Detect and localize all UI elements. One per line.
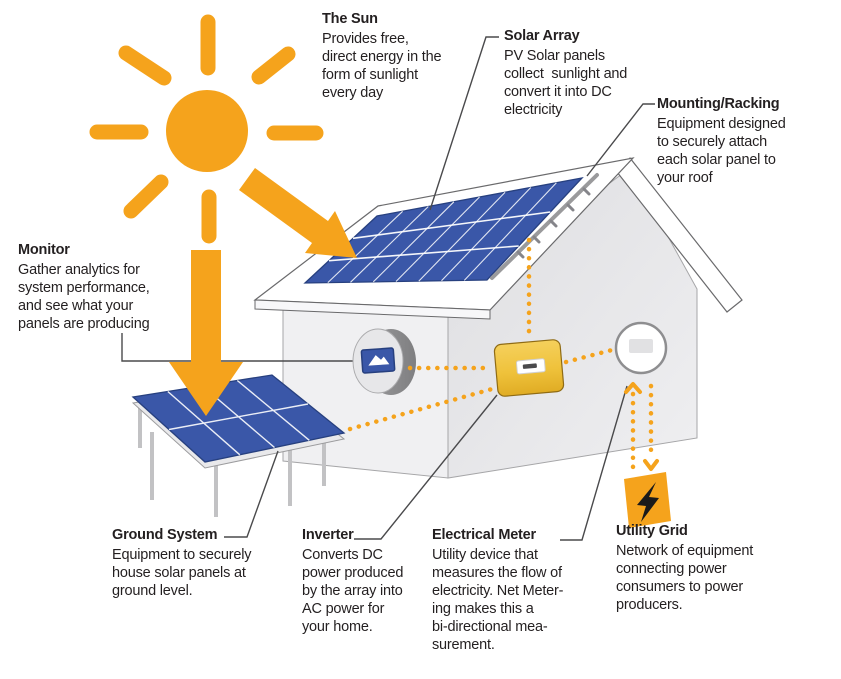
leader-lines [121,36,655,541]
label-the-sun: The Sun Provides free, direct energy in … [322,11,482,102]
label-utility-grid: Utility Grid Network of equipment connec… [616,523,791,614]
electrical-meter-icon [614,321,668,375]
utility-grid-lightning-icon [624,472,671,528]
label-ground-system: Ground System Equipment to securely hous… [112,527,287,600]
leader-meter [560,385,628,541]
label-monitor-description: Gather analytics for system performance,… [18,262,150,332]
arrow-up-chevron-icon [624,382,642,394]
label-solar-array-title: Solar Array [504,28,580,44]
sun-icon [89,14,324,244]
sun-ray-icon [89,14,324,244]
arrow-down-icon [169,250,243,416]
ground-solar-array-icon [131,374,346,517]
leader-solar-array [429,36,499,211]
label-ground-system-title: Ground System [112,527,218,543]
label-inverter: Inverter Converts DC power produced by t… [302,527,437,636]
arrow-diagonal-icon [239,168,357,258]
dotted-flow-line [563,347,615,365]
label-solar-array-description: PV Solar panels collect sunlight and con… [504,48,628,118]
mounting-rail-icon [490,173,599,280]
roof-solar-array-icon [303,173,599,284]
label-ground-system-description: Equipment to securely house solar panels… [112,547,252,599]
label-mounting-racking: Mounting/Racking Equipment designed to s… [657,96,827,187]
dotted-flow-line [347,386,495,432]
roof-slab-front [254,299,491,320]
label-the-sun-title: The Sun [322,11,378,27]
label-inverter-description: Converts DC power produced by the array … [302,547,404,635]
leader-monitor [121,333,367,362]
label-solar-array: Solar Array PV Solar panels collect sunl… [504,28,664,119]
label-electrical-meter-description: Utility device that measures the flow of… [432,547,564,653]
label-electrical-meter: Electrical Meter Utility device that mea… [432,527,597,654]
leader-mounting [586,103,655,177]
leader-inverter [354,394,498,540]
label-mounting-racking-description: Equipment designed to securely attach ea… [657,116,786,186]
house-left-wall [282,303,449,479]
label-utility-grid-description: Network of equipment connecting power co… [616,543,754,613]
label-monitor: Monitor Gather analytics for system perf… [18,242,193,333]
leader-ground [224,450,279,538]
label-electrical-meter-title: Electrical Meter [432,527,536,543]
dotted-flow-lines [347,237,654,477]
label-inverter-title: Inverter [302,527,354,543]
label-mounting-racking-title: Mounting/Racking [657,96,780,112]
label-the-sun-description: Provides free, direct energy in the form… [322,31,442,101]
monitor-device-icon [352,328,416,395]
label-utility-grid-title: Utility Grid [616,523,688,539]
inverter-device-icon [493,339,565,397]
label-monitor-title: Monitor [18,242,70,258]
arrow-down-chevron-icon [643,459,659,471]
